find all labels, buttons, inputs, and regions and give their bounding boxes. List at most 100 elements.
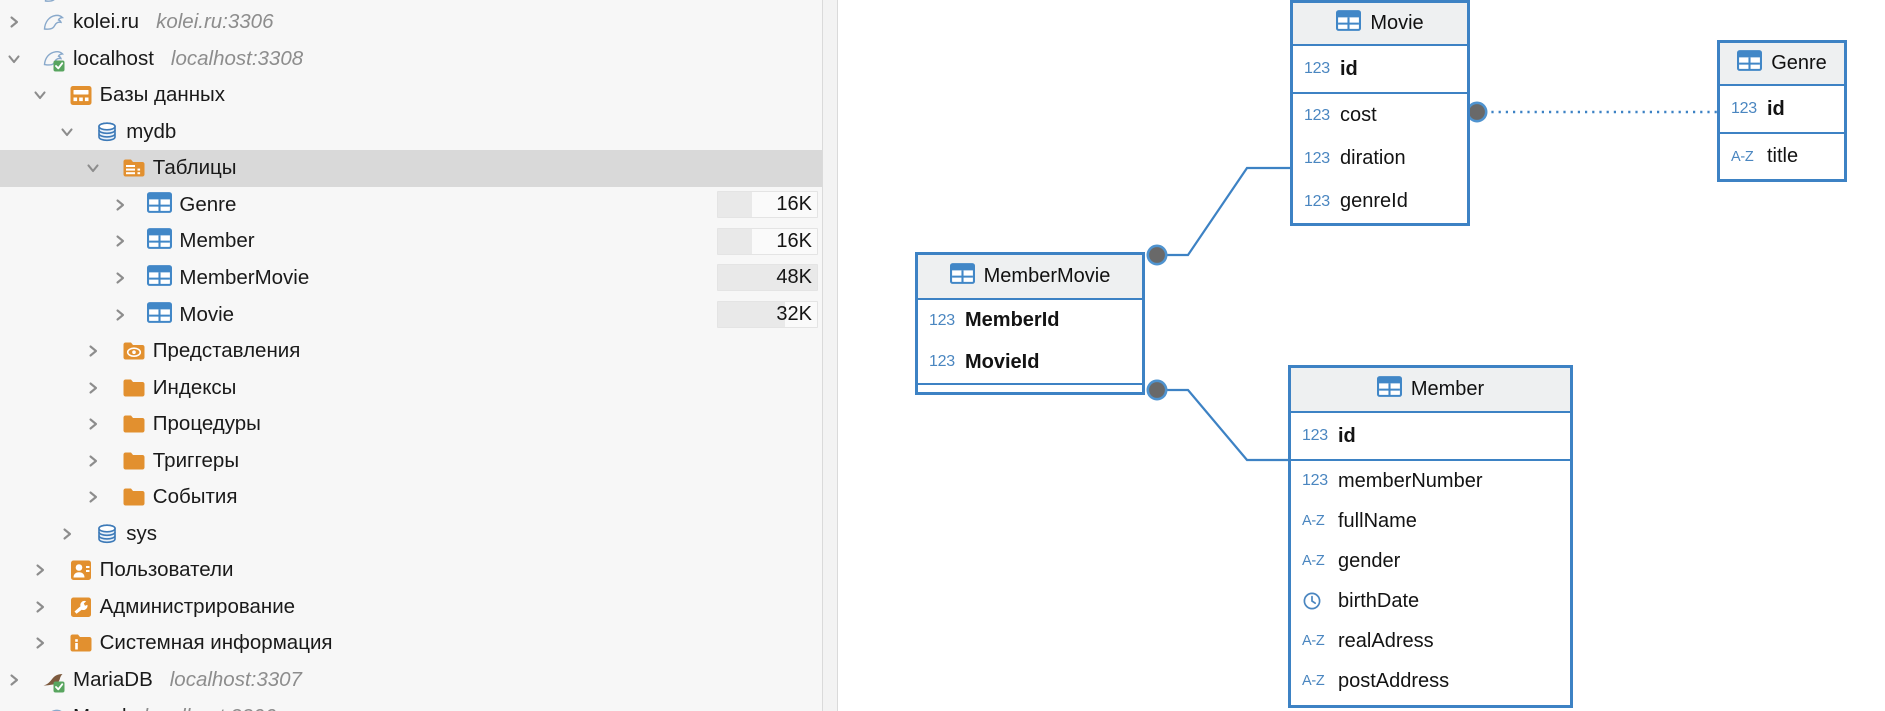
- tree-item-label: MariaDB: [73, 668, 153, 691]
- chevron-down-icon[interactable]: [7, 52, 21, 66]
- erd-column-name: gender: [1338, 549, 1401, 572]
- relation-line-MemberMovie.MemberId-Member.id[interactable]: [1157, 388, 1289, 462]
- mariadb-seal-check-icon: [41, 667, 67, 693]
- relation-anchor[interactable]: [1146, 379, 1168, 401]
- tree-item-label: kolei.ru: [73, 10, 140, 34]
- databases-folder-icon: [68, 82, 94, 108]
- table-size-badge: 32K: [717, 301, 818, 328]
- tree-item-label: Таблицы: [152, 156, 237, 180]
- relation-anchor[interactable]: [1466, 101, 1488, 123]
- tree-item-пользователи[interactable]: Пользователи: [0, 552, 822, 589]
- chevron-right-icon[interactable]: [7, 673, 21, 687]
- tree-item-sys[interactable]: sys: [0, 515, 822, 552]
- tree-item-представления[interactable]: Представления: [0, 333, 822, 370]
- erd-column-birthDate[interactable]: birthDate: [1291, 581, 1570, 621]
- erd-table-header[interactable]: Movie: [1293, 3, 1467, 46]
- chevron-down-icon[interactable]: [33, 88, 47, 102]
- chevron-right-icon[interactable]: [86, 381, 100, 395]
- tree-item-mydb[interactable]: mydb: [0, 113, 822, 150]
- tree-item-label: Процедуры: [152, 412, 261, 436]
- chevron-right-icon[interactable]: [113, 308, 127, 322]
- chevron-right-icon[interactable]: [113, 271, 127, 285]
- chevron-right-icon[interactable]: [86, 490, 100, 504]
- column-type-icon: 123: [1731, 100, 1767, 118]
- erd-table-header[interactable]: Genre: [1720, 43, 1844, 86]
- tree-item-процедуры[interactable]: Процедуры: [0, 406, 822, 443]
- admin-wrench-icon: [68, 594, 94, 620]
- connection-address: kolei.ru:3306: [156, 10, 274, 34]
- erd-column-name: MovieId: [965, 350, 1040, 373]
- chevron-right-icon[interactable]: [33, 600, 47, 614]
- erd-table-header[interactable]: MemberMovie: [918, 255, 1142, 300]
- chevron-down-icon[interactable]: [86, 161, 100, 175]
- erd-table-header[interactable]: Member: [1291, 368, 1570, 413]
- erd-column-name: id: [1340, 57, 1358, 80]
- chevron-right-icon[interactable]: [86, 344, 100, 358]
- chevron-down-icon[interactable]: [60, 125, 74, 139]
- tree-item-события[interactable]: События: [0, 479, 822, 516]
- tree-item-kolei.ru[interactable]: kolei.ru kolei.ru:3306: [0, 4, 822, 41]
- tree-item-индексы[interactable]: Индексы: [0, 369, 822, 406]
- erd-table-title: MemberMovie: [983, 265, 1111, 287]
- folder-icon: [121, 448, 147, 474]
- chevron-right-icon[interactable]: [113, 198, 127, 212]
- panel-splitter[interactable]: [822, 0, 838, 711]
- column-type-icon: 123: [1304, 193, 1340, 211]
- tree-item-системная-информация[interactable]: Системная информация: [0, 625, 822, 662]
- relation-anchor[interactable]: [1146, 244, 1168, 266]
- erd-column-name: birthDate: [1338, 589, 1420, 612]
- mysql-dolphin-check-icon: [41, 46, 67, 72]
- chevron-right-icon[interactable]: [86, 454, 100, 468]
- tree-item-администрирование[interactable]: Администрирование: [0, 588, 822, 625]
- column-type-icon: A-Z: [1731, 149, 1767, 165]
- table-grid-icon: [147, 265, 173, 291]
- connection-address: localhost:3306: [144, 705, 276, 711]
- erd-column-name: MemberId: [965, 309, 1060, 332]
- chevron-right-icon[interactable]: [33, 563, 47, 577]
- chevron-right-icon[interactable]: [7, 15, 21, 29]
- info-folder-icon: [68, 630, 94, 656]
- chevron-right-icon[interactable]: [113, 234, 127, 248]
- erd-column-name: memberNumber: [1338, 469, 1483, 492]
- tree-item-базы-данных[interactable]: Базы данных: [0, 77, 822, 114]
- tree-item-mysql[interactable]: Mysqllocalhost:3306: [0, 698, 822, 711]
- tree-item-label: MemberMovie: [179, 265, 310, 289]
- chevron-right-icon[interactable]: [33, 636, 47, 650]
- tree-item-триггеры[interactable]: Триггеры: [0, 442, 822, 479]
- numeric-type-icon: 123: [1304, 106, 1330, 124]
- relation-line-MemberMovie.MovieId-Movie.id[interactable]: [1157, 166, 1291, 257]
- tree-item-таблицы[interactable]: Таблицы: [0, 149, 822, 187]
- string-type-icon: A-Z: [1731, 148, 1754, 165]
- column-type-icon: A-Z: [1302, 673, 1338, 689]
- string-type-icon: A-Z: [1302, 513, 1325, 529]
- chevron-right-icon[interactable]: [60, 527, 74, 541]
- chevron-right-icon[interactable]: [86, 417, 100, 431]
